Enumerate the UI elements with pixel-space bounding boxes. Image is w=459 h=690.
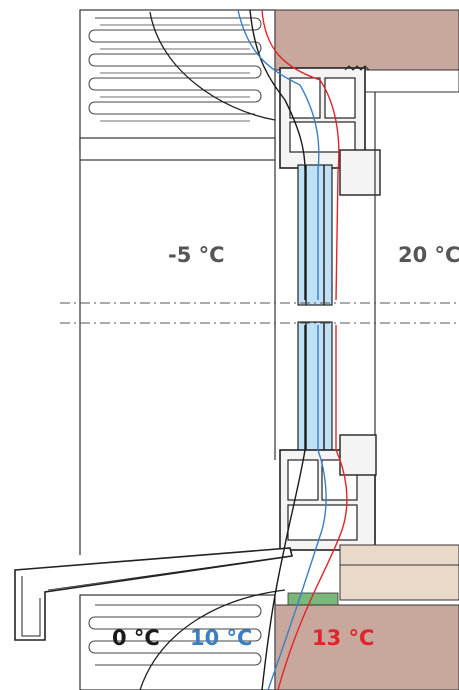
isotherm-13-label: 13 °C xyxy=(312,626,374,650)
insulation-top xyxy=(79,9,276,151)
isotherm-0-label: 0 °C xyxy=(112,626,160,650)
glass-lower xyxy=(297,321,333,453)
reveal-top xyxy=(79,137,276,161)
glass-upper xyxy=(297,164,333,306)
isotherm-10-line xyxy=(237,9,327,690)
interior-sill-board xyxy=(339,544,459,566)
frame-bottom xyxy=(279,434,377,551)
isotherm-arc-bottom xyxy=(139,589,286,690)
exterior-sill xyxy=(14,547,293,641)
insulation-bottom xyxy=(79,594,276,690)
screed xyxy=(339,564,459,601)
interior-temp-label: 20 °C xyxy=(398,243,459,267)
isotherm-10-label: 10 °C xyxy=(190,626,252,650)
masonry-top xyxy=(274,9,459,71)
interior-reveal-top xyxy=(359,69,459,93)
isotherm-arc-top xyxy=(149,11,276,121)
isotherm-0-line xyxy=(249,9,306,690)
masonry-bottom xyxy=(274,604,459,690)
exterior-temp-label: -5 °C xyxy=(168,243,225,267)
isotherm-13-line xyxy=(261,9,348,690)
